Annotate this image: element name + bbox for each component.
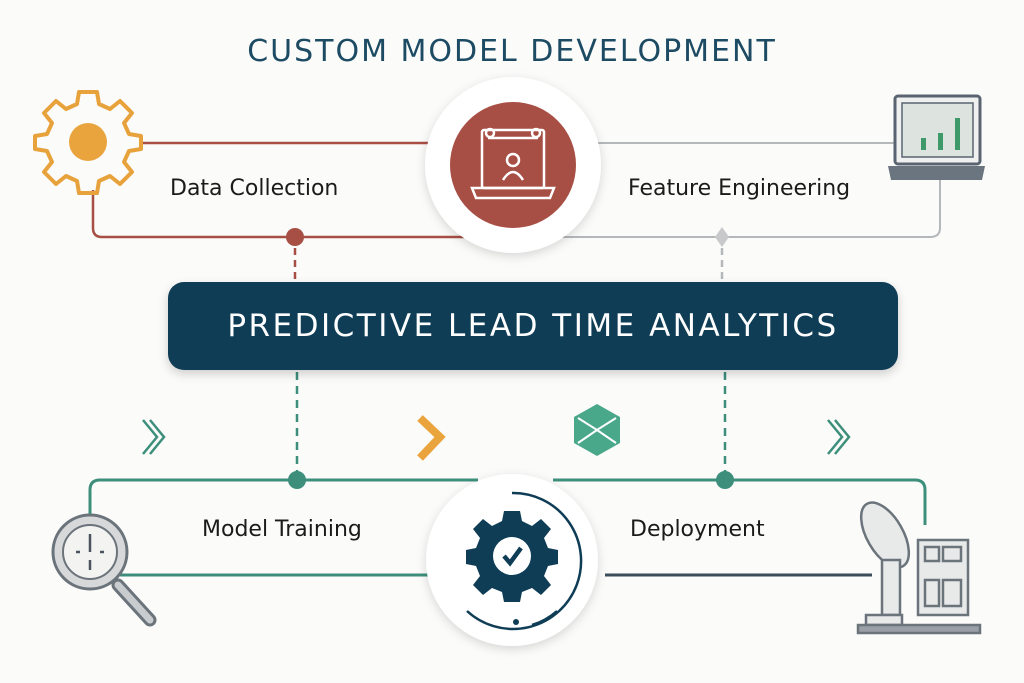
banner-title: PREDICTIVE LEAD TIME ANALYTICS	[227, 308, 839, 344]
step-label-model-training: Model Training	[202, 517, 362, 542]
model-dev-hub-icon	[425, 77, 601, 253]
teal-node	[288, 471, 306, 489]
cube-icon	[574, 404, 620, 456]
teal-node	[716, 471, 734, 489]
chevron-outline-icon	[827, 419, 851, 455]
bottom-connectors	[88, 372, 927, 577]
step-label-deployment: Deployment	[630, 517, 765, 542]
red-node	[286, 228, 304, 246]
gear-icon	[33, 90, 143, 195]
chevron-outline-icon	[142, 419, 166, 455]
gray-diamond-node	[715, 227, 729, 247]
top-connectors	[91, 141, 941, 282]
chevron-orange-icon	[417, 415, 446, 461]
laptop-chart-icon	[888, 94, 985, 180]
step-label-data-collection: Data Collection	[170, 176, 339, 201]
step-label-feature-engineering: Feature Engineering	[628, 176, 851, 201]
magnifier-clock-icon	[51, 513, 157, 627]
page-title: CUSTOM MODEL DEVELOPMENT	[247, 34, 777, 69]
central-banner: PREDICTIVE LEAD TIME ANALYTICS	[168, 282, 898, 370]
satellite-server-icon	[856, 501, 982, 635]
gear-check-icon	[426, 474, 598, 646]
